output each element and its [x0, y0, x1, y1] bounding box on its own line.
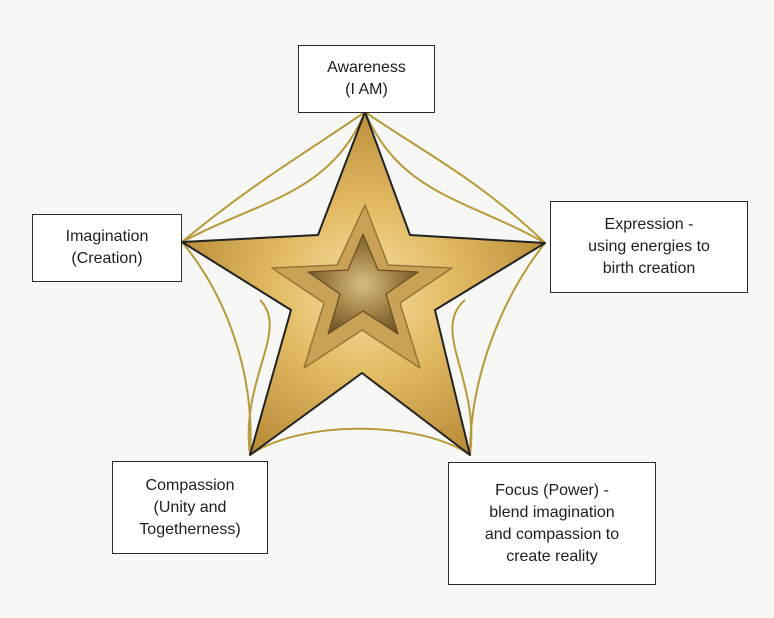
- label-awareness: Awareness (I AM): [298, 45, 435, 113]
- curve-top-left: [181, 111, 366, 243]
- center-star: [307, 233, 419, 335]
- label-imagination-line-1: Imagination: [65, 228, 149, 245]
- curve-bottom: [249, 427, 471, 456]
- label-expression-line-2: using energies to: [588, 238, 710, 255]
- label-expression-line-3: birth creation: [602, 260, 696, 277]
- label-compassion-line-3: Togetherness): [139, 520, 241, 538]
- curve-inner-bottom-left: [247, 299, 271, 456]
- label-imagination-line-2: (Creation): [71, 250, 143, 267]
- curve-inner-bottom-right: [451, 299, 473, 456]
- label-expression-line-1: Expression -: [604, 216, 694, 233]
- label-focus-line-1: Focus (Power) -: [495, 481, 609, 499]
- label-awareness-line-1: Awareness: [327, 59, 406, 76]
- label-focus-line-2: blend imagination: [489, 503, 615, 521]
- curve-inner-left: [181, 111, 366, 243]
- label-imagination: Imagination (Creation): [32, 214, 182, 282]
- label-compassion-line-2: (Unity and: [153, 498, 227, 516]
- curve-web: [181, 111, 546, 456]
- label-focus-line-4: create reality: [506, 547, 598, 565]
- curve-inner-right: [364, 111, 546, 244]
- label-compassion: Compassion (Unity and Togetherness): [112, 461, 268, 554]
- curve-top-right: [364, 111, 546, 244]
- label-focus-line-3: and compassion to: [484, 525, 620, 543]
- label-awareness-line-2: (I AM): [345, 81, 388, 98]
- label-focus: Focus (Power) - blend imagination and co…: [448, 462, 656, 585]
- curve-left-bottom: [181, 241, 252, 456]
- label-expression: Expression - using energies to birth cre…: [550, 201, 748, 293]
- label-compassion-line-1: Compassion: [145, 476, 235, 494]
